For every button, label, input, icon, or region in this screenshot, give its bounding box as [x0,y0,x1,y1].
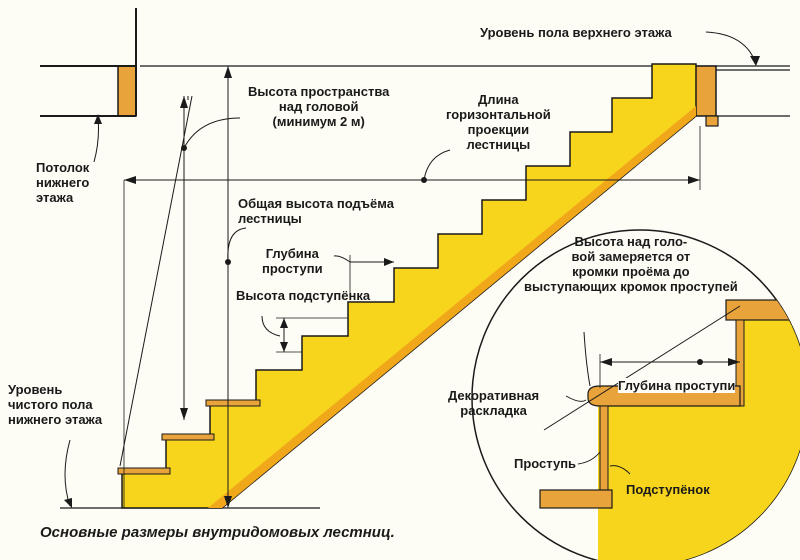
label-riser: Подступёнок [626,482,710,497]
label-headroom-note: Высота над голо- вой замеряется от кромк… [524,234,738,294]
label-headroom-height: Высота пространства над головой (минимум… [248,84,390,129]
detail-view [471,229,800,560]
stair-stringer [121,63,697,509]
ceiling-block [117,65,137,117]
diagram-caption: Основные размеры внутридомовых лестниц. [40,524,395,541]
label-horizontal-length: Длина горизонтальной проекции лестницы [446,92,551,152]
label-tread: Проступь [514,456,577,471]
label-detail-tread-depth: Глубина проступи [618,378,736,393]
headroom-line [119,95,193,467]
label-upper-floor-level: Уровень пола верхнего этажа [480,25,672,40]
label-lower-floor-level: Уровень чистого пола нижнего этажа [8,382,103,427]
label-riser-height: Высота подступёнка [236,288,371,303]
label-decorative-molding: Декоративная раскладка [448,388,540,418]
label-lower-ceiling: Потолок нижнего этажа [36,160,90,205]
upper-floor-edge [693,65,717,117]
label-tread-depth: Глубина проступи [262,246,323,276]
label-total-rise: Общая высота подъёма лестницы [238,196,394,226]
